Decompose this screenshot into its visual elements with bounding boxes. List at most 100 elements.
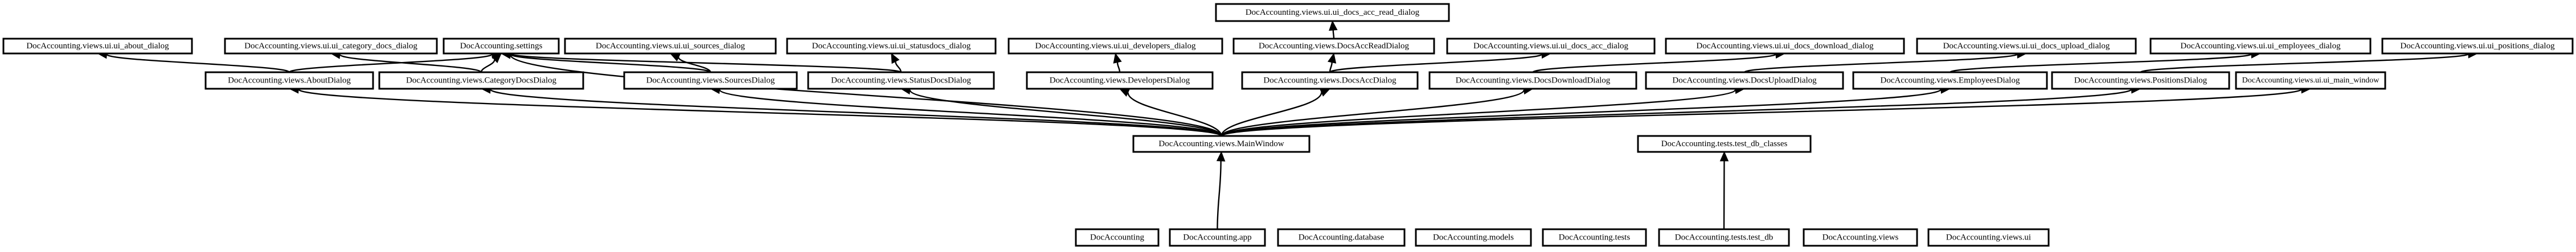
edge-about-to-about_ui bbox=[106, 53, 290, 73]
edge-acc-to-acc_ui bbox=[1329, 53, 1543, 73]
node-main-window: DocAccounting.views.MainWindow bbox=[1132, 135, 1310, 153]
node-employees-ui: DocAccounting.views.ui.ui_employees_dial… bbox=[2149, 38, 2372, 55]
node-box-status bbox=[807, 71, 995, 90]
node-box-views bbox=[1803, 228, 1918, 247]
node-label-status-ui: DocAccounting.views.ui.ui_statusdocs_dia… bbox=[812, 42, 971, 51]
node-label-upload-ui: DocAccounting.views.ui.ui_docs_upload_di… bbox=[1943, 42, 2110, 51]
edge-status-to-settings bbox=[509, 53, 902, 73]
node-label-test-db: DocAccounting.tests.test_db bbox=[1675, 233, 1773, 242]
node-positions: DocAccounting.views.PositionsDialog bbox=[2051, 71, 2230, 90]
node-box-database bbox=[1277, 228, 1406, 247]
node-app: DocAccounting.app bbox=[1169, 228, 1266, 247]
node-box-about bbox=[204, 71, 374, 90]
edge-read_dialog-to-read_dialog_ui bbox=[1332, 30, 1335, 39]
node-label-employees-ui: DocAccounting.views.ui.ui_employees_dial… bbox=[2180, 42, 2341, 51]
edge-main_window-to-about bbox=[297, 88, 1222, 137]
node-box-tests bbox=[1542, 228, 1647, 247]
node-views: DocAccounting.views bbox=[1803, 228, 1918, 247]
edge-main_window-to-acc bbox=[1221, 92, 1322, 137]
node-label-settings: DocAccounting.settings bbox=[460, 42, 543, 51]
node-label-views-ui: DocAccounting.views.ui bbox=[1946, 233, 2031, 242]
node-category-ui: DocAccounting.views.ui.ui_category_docs_… bbox=[224, 38, 438, 55]
edge-sources-to-settings bbox=[509, 53, 711, 73]
node-label-positions-ui: DocAccounting.views.ui.ui_positions_dial… bbox=[2400, 42, 2555, 51]
edge-main_window-to-download bbox=[1221, 89, 1525, 137]
node-label-pkg: DocAccounting bbox=[1090, 233, 1144, 242]
node-label-app: DocAccounting.app bbox=[1183, 233, 1251, 242]
node-box-sources bbox=[623, 71, 798, 90]
node-acc-ui: DocAccounting.views.ui.ui_docs_acc_dialo… bbox=[1446, 38, 1656, 55]
edge-acc-to-read_dialog bbox=[1329, 62, 1333, 73]
node-label-main-window: DocAccounting.views.MainWindow bbox=[1158, 139, 1284, 148]
node-label-upload: DocAccounting.views.DocsUploadDialog bbox=[1672, 76, 1817, 85]
node-box-test-db-classes bbox=[1637, 135, 1812, 153]
node-box-positions-ui bbox=[2381, 38, 2574, 55]
node-views-ui: DocAccounting.views.ui bbox=[1927, 228, 2050, 247]
node-box-category bbox=[378, 71, 584, 90]
node-sources: DocAccounting.views.SourcesDialog bbox=[623, 71, 798, 90]
edge-app-to-main_window bbox=[1217, 160, 1222, 230]
node-box-settings bbox=[443, 38, 560, 55]
edge-status-to-status_ui bbox=[895, 61, 902, 73]
node-about-ui: DocAccounting.views.ui.ui_about_dialog bbox=[2, 38, 193, 55]
node-box-upload-ui bbox=[1916, 38, 2137, 55]
arrowhead-category-to-settings bbox=[491, 53, 502, 63]
node-box-category-ui bbox=[224, 38, 438, 55]
arrowhead-test_db-to-test_db_classes bbox=[1719, 151, 1729, 162]
node-category: DocAccounting.views.CategoryDocsDialog bbox=[378, 71, 584, 90]
arrowhead-app-to-main_window bbox=[1216, 151, 1226, 162]
edge-main_window-to-status bbox=[909, 89, 1222, 137]
edge-category-to-settings bbox=[480, 59, 495, 73]
node-label-test-db-classes: DocAccounting.tests.test_db_classes bbox=[1661, 139, 1788, 148]
node-box-download bbox=[1428, 71, 1637, 90]
node-label-main-window-ui: DocAccounting.views.ui.ui_main_window bbox=[2242, 76, 2380, 85]
edge-main_window-to-upload bbox=[1221, 89, 1737, 137]
node-label-acc: DocAccounting.views.DocsAccDialog bbox=[1263, 76, 1396, 85]
node-box-employees bbox=[1852, 71, 2048, 90]
edge-upload-to-upload_ui bbox=[1743, 53, 2018, 73]
node-box-app bbox=[1169, 228, 1266, 247]
node-label-sources: DocAccounting.views.SourcesDialog bbox=[646, 76, 775, 85]
edge-main_window-to-positions bbox=[1221, 88, 2132, 137]
node-label-acc-ui: DocAccounting.views.ui.ui_docs_acc_dialo… bbox=[1473, 42, 1629, 51]
nodes-layer: DocAccounting.views.ui.ui_docs_acc_read_… bbox=[2, 3, 2574, 247]
arrowhead-sources-to-sources_ui bbox=[669, 53, 681, 62]
node-box-read-dialog-ui bbox=[1215, 3, 1450, 22]
edge-employees-to-employees_ui bbox=[1949, 53, 2253, 73]
edge-positions-to-positions_ui bbox=[2140, 53, 2469, 73]
node-main-window-ui: DocAccounting.views.ui.ui_main_window bbox=[2235, 71, 2386, 90]
node-box-status-ui bbox=[786, 38, 997, 55]
node-label-about-ui: DocAccounting.views.ui.ui_about_dialog bbox=[26, 42, 169, 51]
edge-sources-to-sources_ui bbox=[678, 57, 711, 73]
edge-download-to-download_ui bbox=[1532, 53, 1777, 73]
node-label-about: DocAccounting.views.AboutDialog bbox=[228, 76, 351, 85]
node-box-employees-ui bbox=[2149, 38, 2372, 55]
edge-main_window-to-developers bbox=[1127, 92, 1222, 137]
node-positions-ui: DocAccounting.views.ui.ui_positions_dial… bbox=[2381, 38, 2574, 55]
node-box-main-window bbox=[1132, 135, 1310, 153]
arrowhead-developers-to-developers_ui bbox=[1113, 52, 1122, 64]
node-box-pkg bbox=[1075, 228, 1160, 247]
node-box-test-db bbox=[1658, 228, 1790, 247]
node-box-acc bbox=[1241, 71, 1419, 90]
node-box-main-window-ui bbox=[2235, 71, 2386, 90]
node-box-sources-ui bbox=[564, 38, 777, 55]
node-label-download: DocAccounting.views.DocsDownloadDialog bbox=[1456, 76, 1611, 85]
node-label-employees: DocAccounting.views.EmployeesDialog bbox=[1881, 76, 2020, 85]
node-download: DocAccounting.views.DocsDownloadDialog bbox=[1428, 71, 1637, 90]
node-status: DocAccounting.views.StatusDocsDialog bbox=[807, 71, 995, 90]
node-box-developers-ui bbox=[1008, 38, 1223, 55]
node-employees: DocAccounting.views.EmployeesDialog bbox=[1852, 71, 2048, 90]
node-box-upload bbox=[1645, 71, 1844, 90]
node-label-developers-ui: DocAccounting.views.ui.ui_developers_dia… bbox=[1035, 42, 1196, 51]
node-about: DocAccounting.views.AboutDialog bbox=[204, 71, 374, 90]
node-label-developers: DocAccounting.views.DevelopersDialog bbox=[1050, 76, 1190, 85]
node-sources-ui: DocAccounting.views.ui.ui_sources_dialog bbox=[564, 38, 777, 55]
node-tests: DocAccounting.tests bbox=[1542, 228, 1647, 247]
edge-main_window-to-settings bbox=[509, 54, 1222, 137]
edge-about-to-settings bbox=[288, 53, 493, 73]
node-box-about-ui bbox=[2, 38, 193, 55]
node-label-views: DocAccounting.views bbox=[1823, 233, 1899, 242]
node-label-download-ui: DocAccounting.views.ui.ui_docs_download_… bbox=[1696, 42, 1874, 51]
